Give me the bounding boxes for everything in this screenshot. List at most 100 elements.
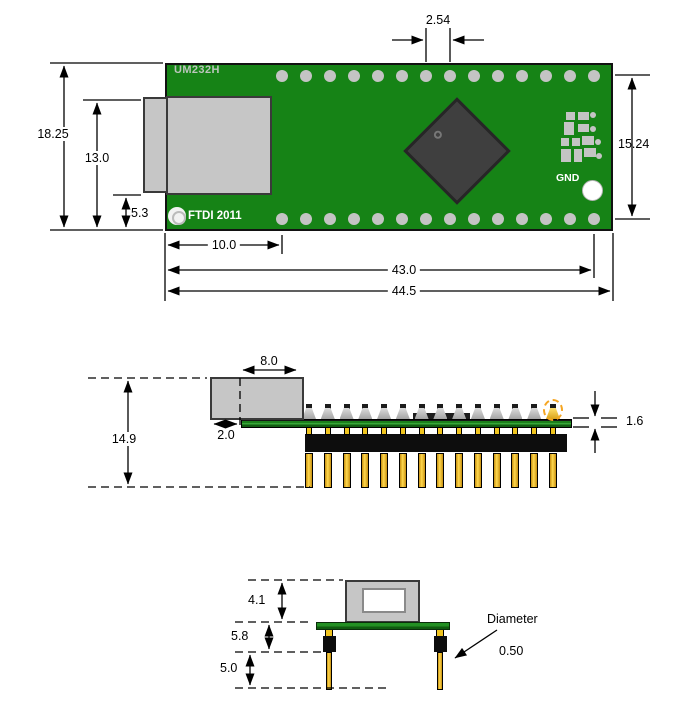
pin — [323, 453, 332, 488]
chip-pin1-dot — [432, 129, 444, 141]
pin-stub — [418, 427, 425, 435]
pin-cap — [306, 404, 312, 409]
pin-stub — [381, 427, 388, 435]
usb-connector-side — [210, 377, 304, 420]
pin-top — [377, 408, 392, 419]
pin-highlight — [543, 399, 563, 421]
pin-stub — [456, 427, 463, 435]
dim-usb-bottom-offset: 5.3 — [131, 206, 149, 220]
diameter-value: 0.50 — [499, 644, 524, 658]
dim-pin-row-length: 43.0 — [387, 263, 421, 278]
pin-top — [414, 408, 429, 419]
pin-cap — [362, 404, 369, 409]
pin-cap — [399, 404, 406, 409]
ftdi-logo-icon — [168, 207, 186, 225]
pin-cap — [456, 404, 463, 409]
pin-pad — [300, 70, 312, 82]
copyright-label: FTDI 2011 — [188, 210, 242, 222]
pin-stub — [550, 427, 556, 435]
pin — [342, 453, 351, 488]
dim-board-length: 44.5 — [387, 284, 421, 299]
pin-stub — [474, 427, 481, 435]
pin-top — [452, 408, 467, 419]
pin-pad — [396, 213, 408, 225]
pin — [455, 453, 464, 488]
pin-pad — [444, 70, 456, 82]
pin-top — [470, 408, 485, 419]
pin-pad — [468, 213, 480, 225]
dim-pin-pitch: 2.54 — [425, 13, 451, 27]
pin — [305, 453, 313, 488]
pin-pad — [396, 70, 408, 82]
pin-cap — [324, 404, 331, 409]
pin — [437, 652, 443, 690]
pin-pad — [468, 70, 480, 82]
pin-insulator — [322, 636, 336, 652]
pin-top — [508, 408, 523, 419]
pin-pad — [348, 213, 360, 225]
usb-connector-flange — [143, 97, 168, 193]
pin-stub — [343, 427, 350, 435]
pin-pad — [492, 213, 504, 225]
dim-board-height: 18.25 — [33, 127, 73, 142]
pin-stub — [324, 427, 331, 435]
pin-cap — [512, 404, 519, 409]
gnd-pad — [582, 180, 603, 201]
pin-pad — [540, 213, 552, 225]
pin-pad — [516, 70, 528, 82]
pin-pad — [420, 213, 432, 225]
pin-stub — [399, 427, 406, 435]
pin — [326, 652, 332, 690]
pin-pad — [444, 213, 456, 225]
board-name-label: UM232H — [174, 64, 220, 76]
pin — [417, 453, 426, 488]
dim-header-body-height: 5.8 — [231, 629, 249, 643]
pin — [361, 453, 370, 488]
pin-stub — [306, 427, 312, 435]
pin-top — [395, 408, 410, 419]
pin-pad — [564, 213, 576, 225]
pin-cap — [531, 404, 538, 409]
pin-pad — [276, 70, 288, 82]
pin-cap — [381, 404, 388, 409]
pin — [473, 453, 482, 488]
pin-pad — [492, 70, 504, 82]
pcb-side-view — [241, 419, 572, 428]
pin-top — [489, 408, 504, 419]
pin-cap — [474, 404, 481, 409]
pin-pad — [324, 70, 336, 82]
diameter-label: Diameter — [487, 612, 538, 626]
pin-pad — [300, 213, 312, 225]
pin-pad — [348, 70, 360, 82]
pin-stub — [493, 427, 500, 435]
header-strip-side — [305, 434, 567, 452]
pin-top — [320, 408, 335, 419]
pin-stub — [531, 427, 538, 435]
gnd-label: GND — [556, 172, 580, 184]
pin — [511, 453, 520, 488]
dim-first-pin-offset: 10.0 — [207, 238, 241, 253]
pin-cap — [493, 404, 500, 409]
dim-pin-length-below: 5.0 — [220, 661, 238, 675]
dim-usb-body-length: 8.0 — [260, 354, 278, 368]
pin — [436, 453, 445, 488]
pin-pad — [324, 213, 336, 225]
pin-pad — [372, 213, 384, 225]
dim-pcb-thickness: 1.6 — [626, 414, 644, 428]
pin — [530, 453, 539, 488]
pin-cap — [343, 404, 350, 409]
pin-top — [433, 408, 448, 419]
pin — [549, 453, 557, 488]
pin-pad — [564, 70, 576, 82]
pin — [492, 453, 501, 488]
pin-pad — [420, 70, 432, 82]
pin-top — [358, 408, 373, 419]
pin-top — [302, 408, 316, 419]
pin-pad — [372, 70, 384, 82]
pin-insulator — [433, 636, 447, 652]
dim-pin-row-span: 15.24 — [618, 137, 650, 151]
pin-stub — [362, 427, 369, 435]
pin-pad — [588, 70, 600, 82]
pin — [380, 453, 389, 488]
usb-opening — [362, 588, 406, 613]
